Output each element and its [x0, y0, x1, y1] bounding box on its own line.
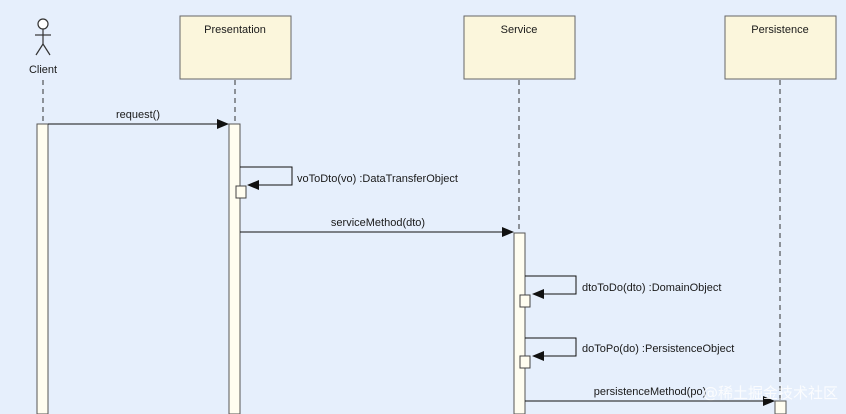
message-votodto-arrow: [240, 166, 293, 190]
message-votodto-label: voToDto(vo) :DataTransferObject: [297, 173, 458, 185]
participant-client-label: Client: [29, 64, 57, 76]
watermark-text: @稀土掘金技术社区: [703, 384, 838, 402]
participant-service-label: Service: [501, 24, 538, 36]
client-actor-icon: [35, 18, 51, 56]
participant-persistence: Persistence: [724, 15, 837, 80]
activation-client: [36, 123, 49, 414]
participant-service: Service: [463, 15, 576, 80]
activation-dtotodo: [519, 294, 531, 308]
activation-dotopo: [519, 355, 531, 369]
message-servicemethod-label: serviceMethod(dto): [331, 217, 425, 229]
message-request-label: request(): [116, 109, 160, 121]
activation-presentation: [228, 123, 241, 414]
activation-service: [513, 232, 526, 414]
activation-persistence: [774, 400, 787, 414]
participant-presentation-label: Presentation: [204, 24, 266, 36]
message-dtotodo-label: dtoToDo(dto) :DomainObject: [582, 282, 721, 294]
message-dotopo-arrow: [525, 337, 577, 361]
participant-persistence-label: Persistence: [751, 24, 808, 36]
activation-votodto: [235, 185, 247, 199]
participant-presentation: Presentation: [179, 15, 292, 80]
message-dtotodo-arrow: [525, 275, 577, 299]
message-persistencemethod-label: persistenceMethod(po): [594, 386, 707, 398]
message-dotopo-label: doToPo(do) :PersistenceObject: [582, 343, 734, 355]
